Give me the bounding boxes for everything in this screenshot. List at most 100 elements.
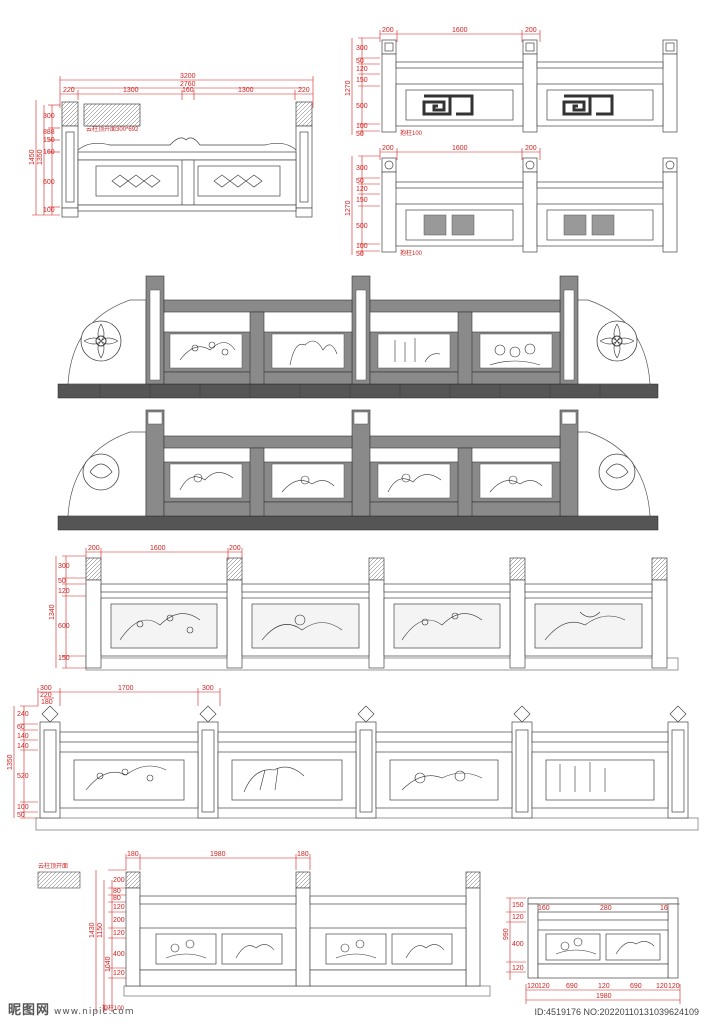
railing-elevation-6: 200 1600 200 1340 300 50 120 600 150 bbox=[49, 545, 679, 671]
dim-h5: 150 bbox=[58, 655, 70, 662]
dim-total-height: 1270 bbox=[345, 80, 352, 96]
dim-h5: 500 bbox=[356, 103, 368, 110]
dim-post-inner: 220 bbox=[40, 692, 52, 699]
dim-height-rail: 1040 bbox=[105, 956, 112, 972]
dim-top-left: 160 bbox=[538, 905, 550, 912]
dim-top-right: 160 bbox=[660, 905, 672, 912]
dim-h2: 80 bbox=[113, 888, 121, 895]
dim-h6: 100 bbox=[356, 123, 368, 130]
dim-b-total: 1980 bbox=[596, 993, 612, 1000]
dim-post: 300 bbox=[40, 685, 52, 692]
dim-b5: 690 bbox=[630, 983, 642, 990]
dim-h5: 520 bbox=[17, 773, 29, 780]
dim-h7: 50 bbox=[356, 251, 364, 258]
dim-b4: 120 bbox=[598, 983, 610, 990]
cloud-post-note: 云柱顶开面300*692 bbox=[86, 125, 139, 133]
dim-b1: 120 bbox=[527, 983, 539, 990]
dim-post-cap: 180 bbox=[41, 699, 53, 706]
dim-h7: 50 bbox=[17, 812, 25, 819]
dim-post-2: 200 bbox=[525, 145, 537, 152]
dim-post: 200 bbox=[88, 545, 100, 552]
railing-rendering-plum-orchid bbox=[57, 275, 659, 399]
railing-elevation-1: 3200 2760 1300 160 1300 220 220 1450 135… bbox=[29, 73, 314, 218]
dim-h1: 300 bbox=[43, 113, 55, 120]
dim-b7: 120 bbox=[668, 983, 680, 990]
dim-h6: 100 bbox=[43, 207, 55, 214]
dim-h5: 600 bbox=[43, 179, 55, 186]
dim-post-2: 200 bbox=[229, 545, 241, 552]
dim-h4: 600 bbox=[58, 623, 70, 630]
dim-post-2: 180 bbox=[297, 851, 309, 858]
dim-post-2: 300 bbox=[202, 685, 214, 692]
dim-total-width: 3200 bbox=[180, 73, 196, 80]
dim-h2: 50 bbox=[356, 58, 364, 65]
dim-post: 200 bbox=[382, 145, 394, 152]
dim-h4: 160 bbox=[43, 149, 55, 156]
dim-height-inner: 1150 bbox=[97, 923, 104, 938]
dim-h2: 50 bbox=[356, 178, 364, 185]
dim-h7: 400 bbox=[113, 951, 125, 958]
dim-span: 1980 bbox=[210, 851, 226, 858]
dim-span: 1700 bbox=[118, 685, 134, 692]
dim-h3: 120 bbox=[356, 66, 368, 73]
dim-h6: 100 bbox=[356, 243, 368, 250]
dim-h2: 60 bbox=[17, 724, 25, 731]
dim-h4: 150 bbox=[356, 197, 368, 204]
dim-total-height: 1340 bbox=[49, 604, 56, 620]
dim-h3: 120 bbox=[356, 186, 368, 193]
dim-top-mid: 280 bbox=[600, 905, 612, 912]
dim-h1: 240 bbox=[17, 711, 29, 718]
dim-b3: 690 bbox=[566, 983, 578, 990]
dim-post-right: 220 bbox=[298, 87, 310, 94]
railing-elevation-3: 200 1600 200 1270 300 50 120 150 500 100… bbox=[345, 145, 678, 258]
dim-mid: 160 bbox=[182, 87, 194, 94]
railing-elevation-7: 300 220 180 1700 300 1350 240 60 140 140… bbox=[7, 685, 699, 831]
dim-total-height: 1430 bbox=[89, 922, 96, 938]
dim-span: 1600 bbox=[150, 545, 166, 552]
dim-h4: 140 bbox=[17, 743, 29, 750]
railing-elevation-8: 180 1980 180 1430 1150 1040 200 80 80 12… bbox=[37, 851, 491, 1012]
dim-h8: 120 bbox=[113, 970, 125, 977]
dim-panel-right: 1300 bbox=[238, 87, 254, 94]
dim-h3: 120 bbox=[58, 588, 70, 595]
image-id: ID:4519176 NO:20220110131039624109 bbox=[534, 1007, 699, 1017]
dim-h2: 120 bbox=[512, 914, 524, 921]
railing-elevation-2: 200 1600 200 1270 300 50 120 150 500 100… bbox=[345, 27, 678, 138]
dim-inner-width: 2760 bbox=[180, 81, 196, 88]
dim-h5: 500 bbox=[356, 223, 368, 230]
dim-h3: 80 bbox=[113, 895, 121, 902]
post-note: 抱柱100 bbox=[102, 1004, 125, 1012]
dim-h4: 120 bbox=[512, 965, 524, 972]
dim-post-left: 220 bbox=[63, 87, 75, 94]
dim-h2: 50 bbox=[58, 578, 66, 585]
dim-h6: 120 bbox=[113, 930, 125, 937]
railing-elevation-9: 160 280 160 990 150 120 400 120 120 120 … bbox=[503, 897, 681, 1004]
dim-h3: 150 bbox=[43, 137, 55, 144]
dim-h6: 100 bbox=[17, 804, 29, 811]
brand-name: 昵图网 bbox=[8, 1003, 51, 1018]
dim-h1: 300 bbox=[356, 45, 368, 52]
dim-post: 200 bbox=[382, 27, 394, 34]
dim-h1: 200 bbox=[113, 877, 125, 884]
dim-h1: 300 bbox=[356, 165, 368, 172]
dim-h7: 50 bbox=[356, 131, 364, 138]
post-note: 抱柱100 bbox=[400, 249, 423, 257]
dim-total-height: 1350 bbox=[7, 754, 14, 770]
dim-height-inner: 1350 bbox=[37, 149, 44, 165]
dim-h1: 300 bbox=[58, 563, 70, 570]
dim-total-height: 1270 bbox=[345, 200, 352, 216]
dim-h3: 400 bbox=[512, 941, 524, 948]
dim-h1: 150 bbox=[512, 902, 524, 909]
dim-span: 1600 bbox=[452, 145, 468, 152]
dim-b6: 120 bbox=[656, 983, 668, 990]
cloud-post-label: 云柱顶开面 bbox=[38, 862, 68, 870]
dim-h5: 200 bbox=[113, 917, 125, 924]
dim-h3: 140 bbox=[17, 733, 29, 740]
dim-span: 1600 bbox=[452, 27, 468, 34]
dim-h4: 120 bbox=[113, 904, 125, 911]
post-note: 抱柱100 bbox=[400, 129, 423, 137]
dim-post: 180 bbox=[127, 851, 139, 858]
dim-h2: 888 bbox=[43, 129, 55, 136]
